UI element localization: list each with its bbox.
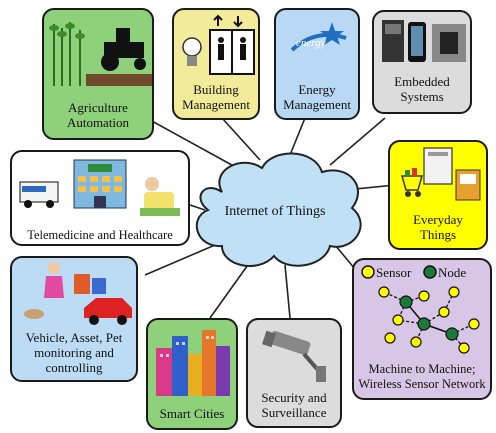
legend-node-label: Node	[438, 265, 467, 280]
connector-telemedicine	[189, 204, 206, 211]
elevator-icon	[209, 14, 255, 75]
cctv-camera-icon	[262, 330, 326, 382]
legend-sensor-icon	[361, 265, 375, 279]
telemedicine-box[interactable]: Telemedicine and Healthcare	[10, 150, 190, 246]
ambulance-icon	[19, 181, 59, 208]
patient-icon	[140, 177, 180, 216]
connector-building	[221, 117, 261, 161]
energy-star-icon: energy	[290, 22, 347, 52]
connector-vehicle	[144, 244, 216, 276]
connector-smart-cities	[209, 261, 251, 319]
svg-text:energy: energy	[296, 37, 326, 49]
connector-security	[284, 264, 291, 319]
city-skyline-icon	[156, 330, 230, 396]
hospital-icon	[73, 159, 127, 209]
connector-energy	[289, 117, 306, 156]
hub-label: Internet of Things	[224, 204, 326, 219]
legend-node-icon	[423, 265, 437, 279]
lightbulb-icon	[182, 37, 202, 66]
internet-of-things-cloud[interactable]	[182, 140, 372, 280]
appliances-icon	[401, 147, 481, 201]
telemedicine-label: Telemedicine and Healthcare	[27, 228, 173, 242]
smart-cities-label: Smart Cities	[159, 406, 225, 421]
smart-cities-box[interactable]: Smart Cities	[146, 318, 238, 430]
devices-icon	[382, 20, 466, 62]
m2m-label: Machine to Machine;Wireless Sensor Netwo…	[358, 362, 486, 391]
sensor-network-diagram	[361, 265, 480, 354]
m2m-wsn-box[interactable]: Sensor Node Machine to Machine;Wireless …	[352, 258, 492, 400]
pet-luggage-car-icon	[24, 262, 132, 325]
farm-tractor-icon	[49, 22, 152, 86]
legend-sensor-label: Sensor	[376, 265, 412, 280]
connector-embedded	[329, 117, 386, 166]
